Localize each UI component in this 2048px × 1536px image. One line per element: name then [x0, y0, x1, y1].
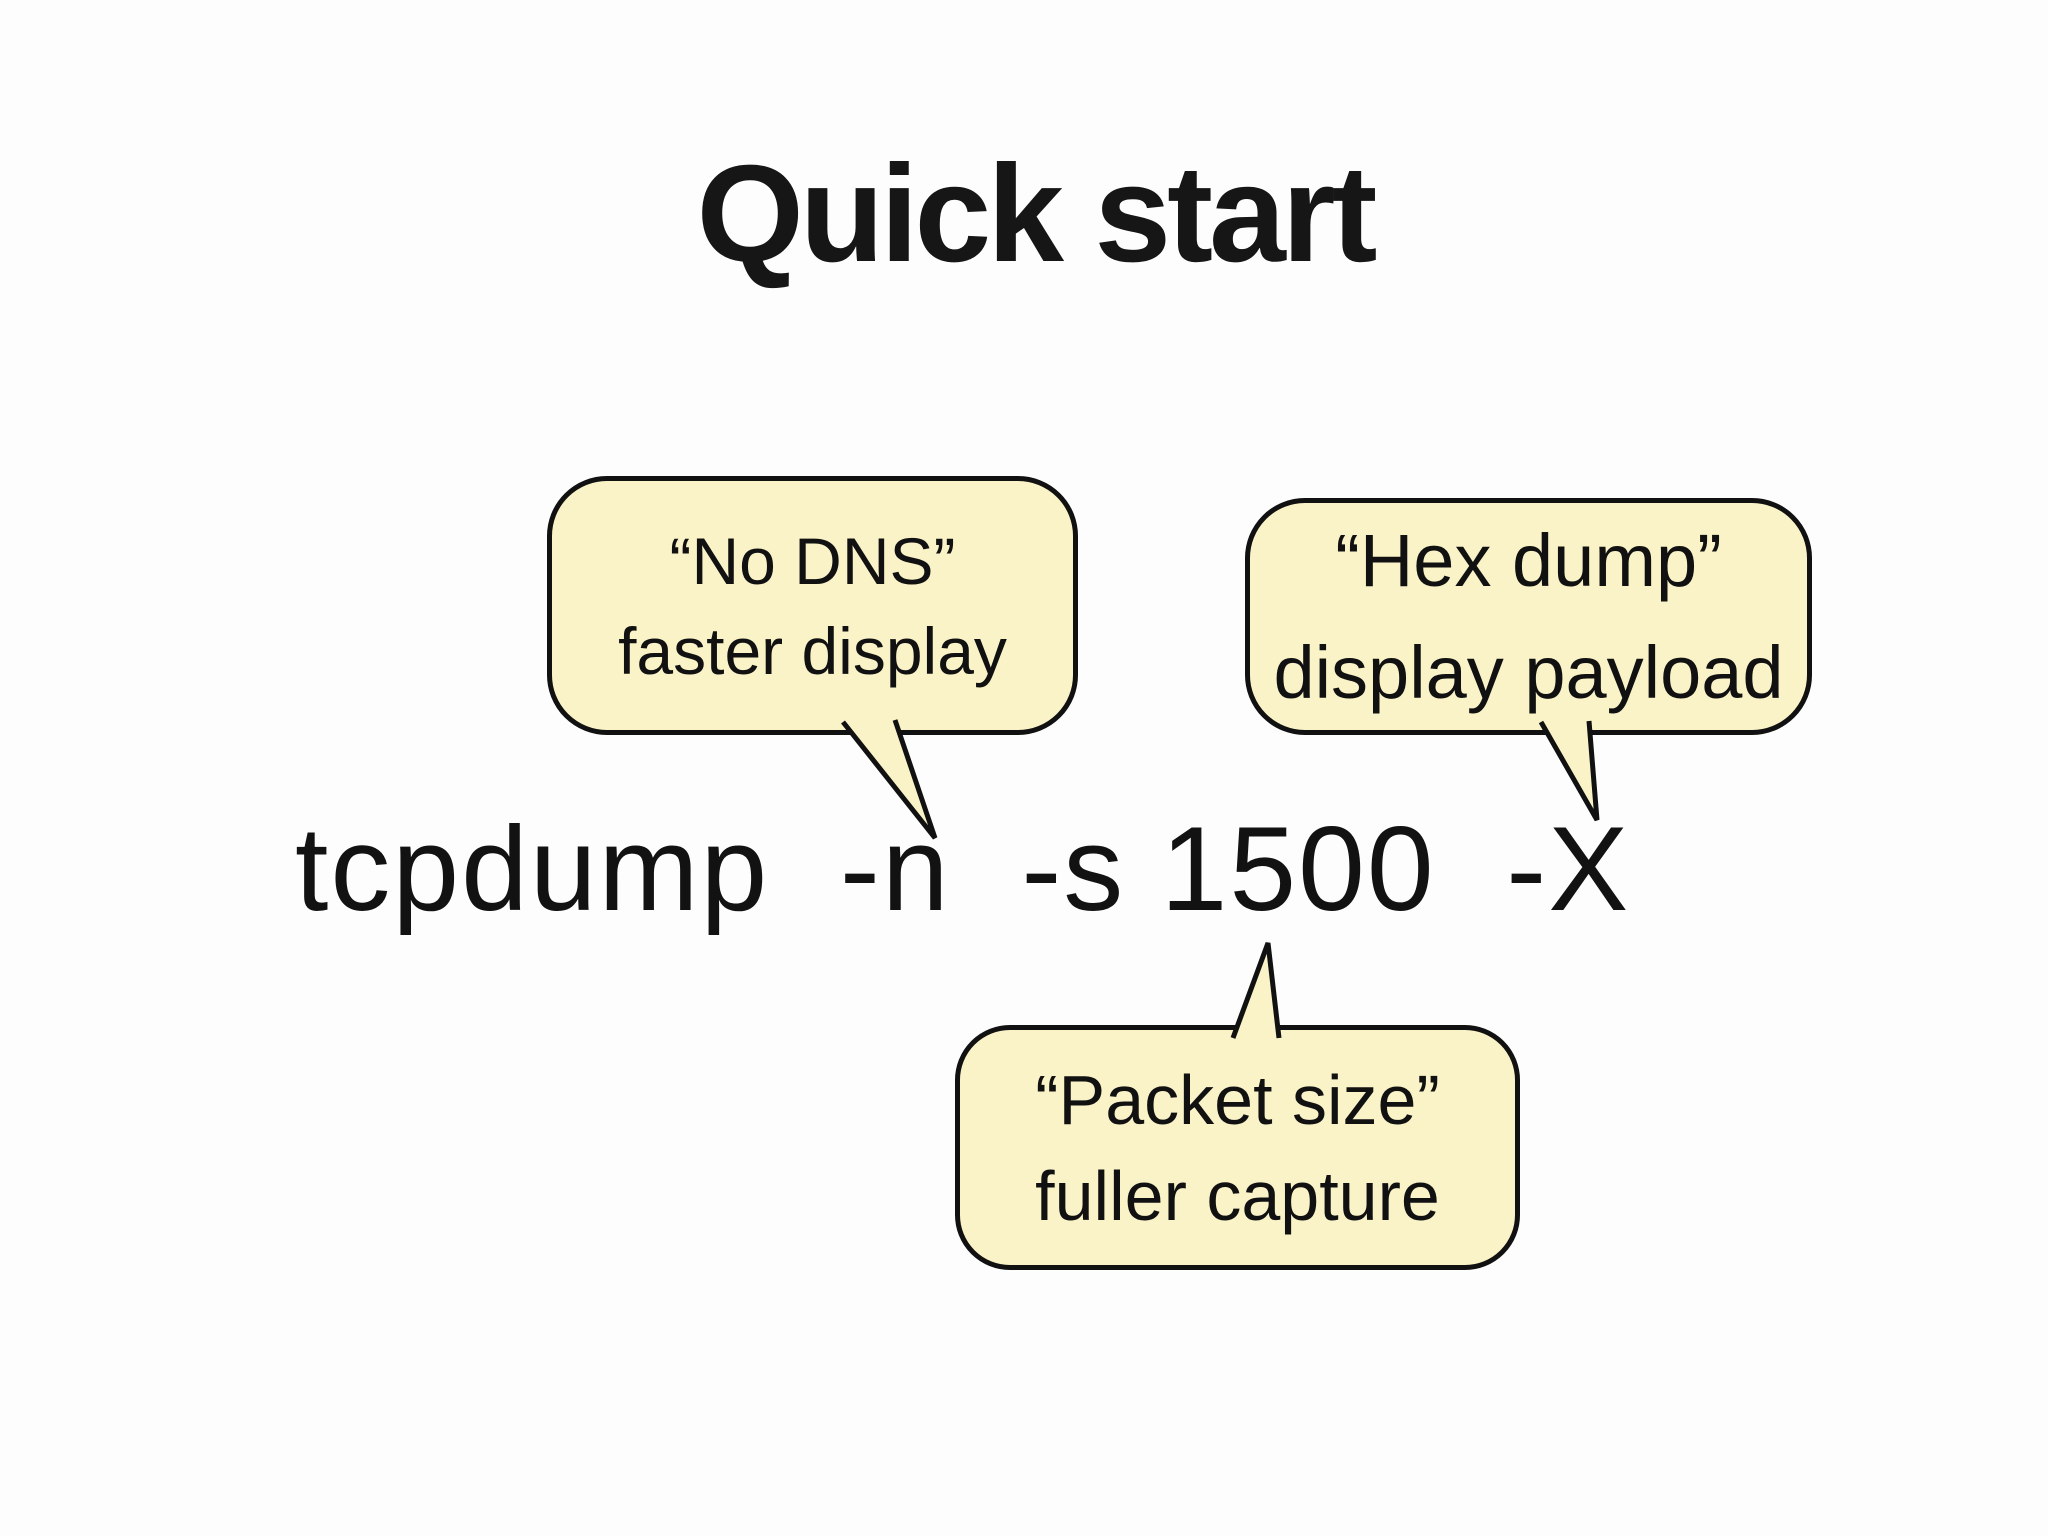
callout-no-dns-line1: “No DNS” [669, 523, 956, 598]
callout-no-dns-line2: faster display [618, 613, 1007, 688]
callout-hex-dump-line1: “Hex dump” [1335, 518, 1722, 602]
callout-hex-dump-line2: display payload [1273, 630, 1784, 714]
slide-title: Quick start [696, 137, 1378, 291]
command-text: tcpdump -n -s 1500 -X [295, 802, 1631, 936]
callout-tail-packet-size [1230, 942, 1282, 1039]
callout-bubble-no-dns: “No DNS” faster display [547, 476, 1078, 735]
callout-packet-size-line2: fuller capture [1035, 1156, 1440, 1235]
callout-bubble-hex-dump: “Hex dump” display payload [1245, 498, 1812, 735]
callout-bubble-packet-size: “Packet size” fuller capture [955, 1025, 1520, 1270]
callout-packet-size-line1: “Packet size” [1035, 1060, 1440, 1139]
